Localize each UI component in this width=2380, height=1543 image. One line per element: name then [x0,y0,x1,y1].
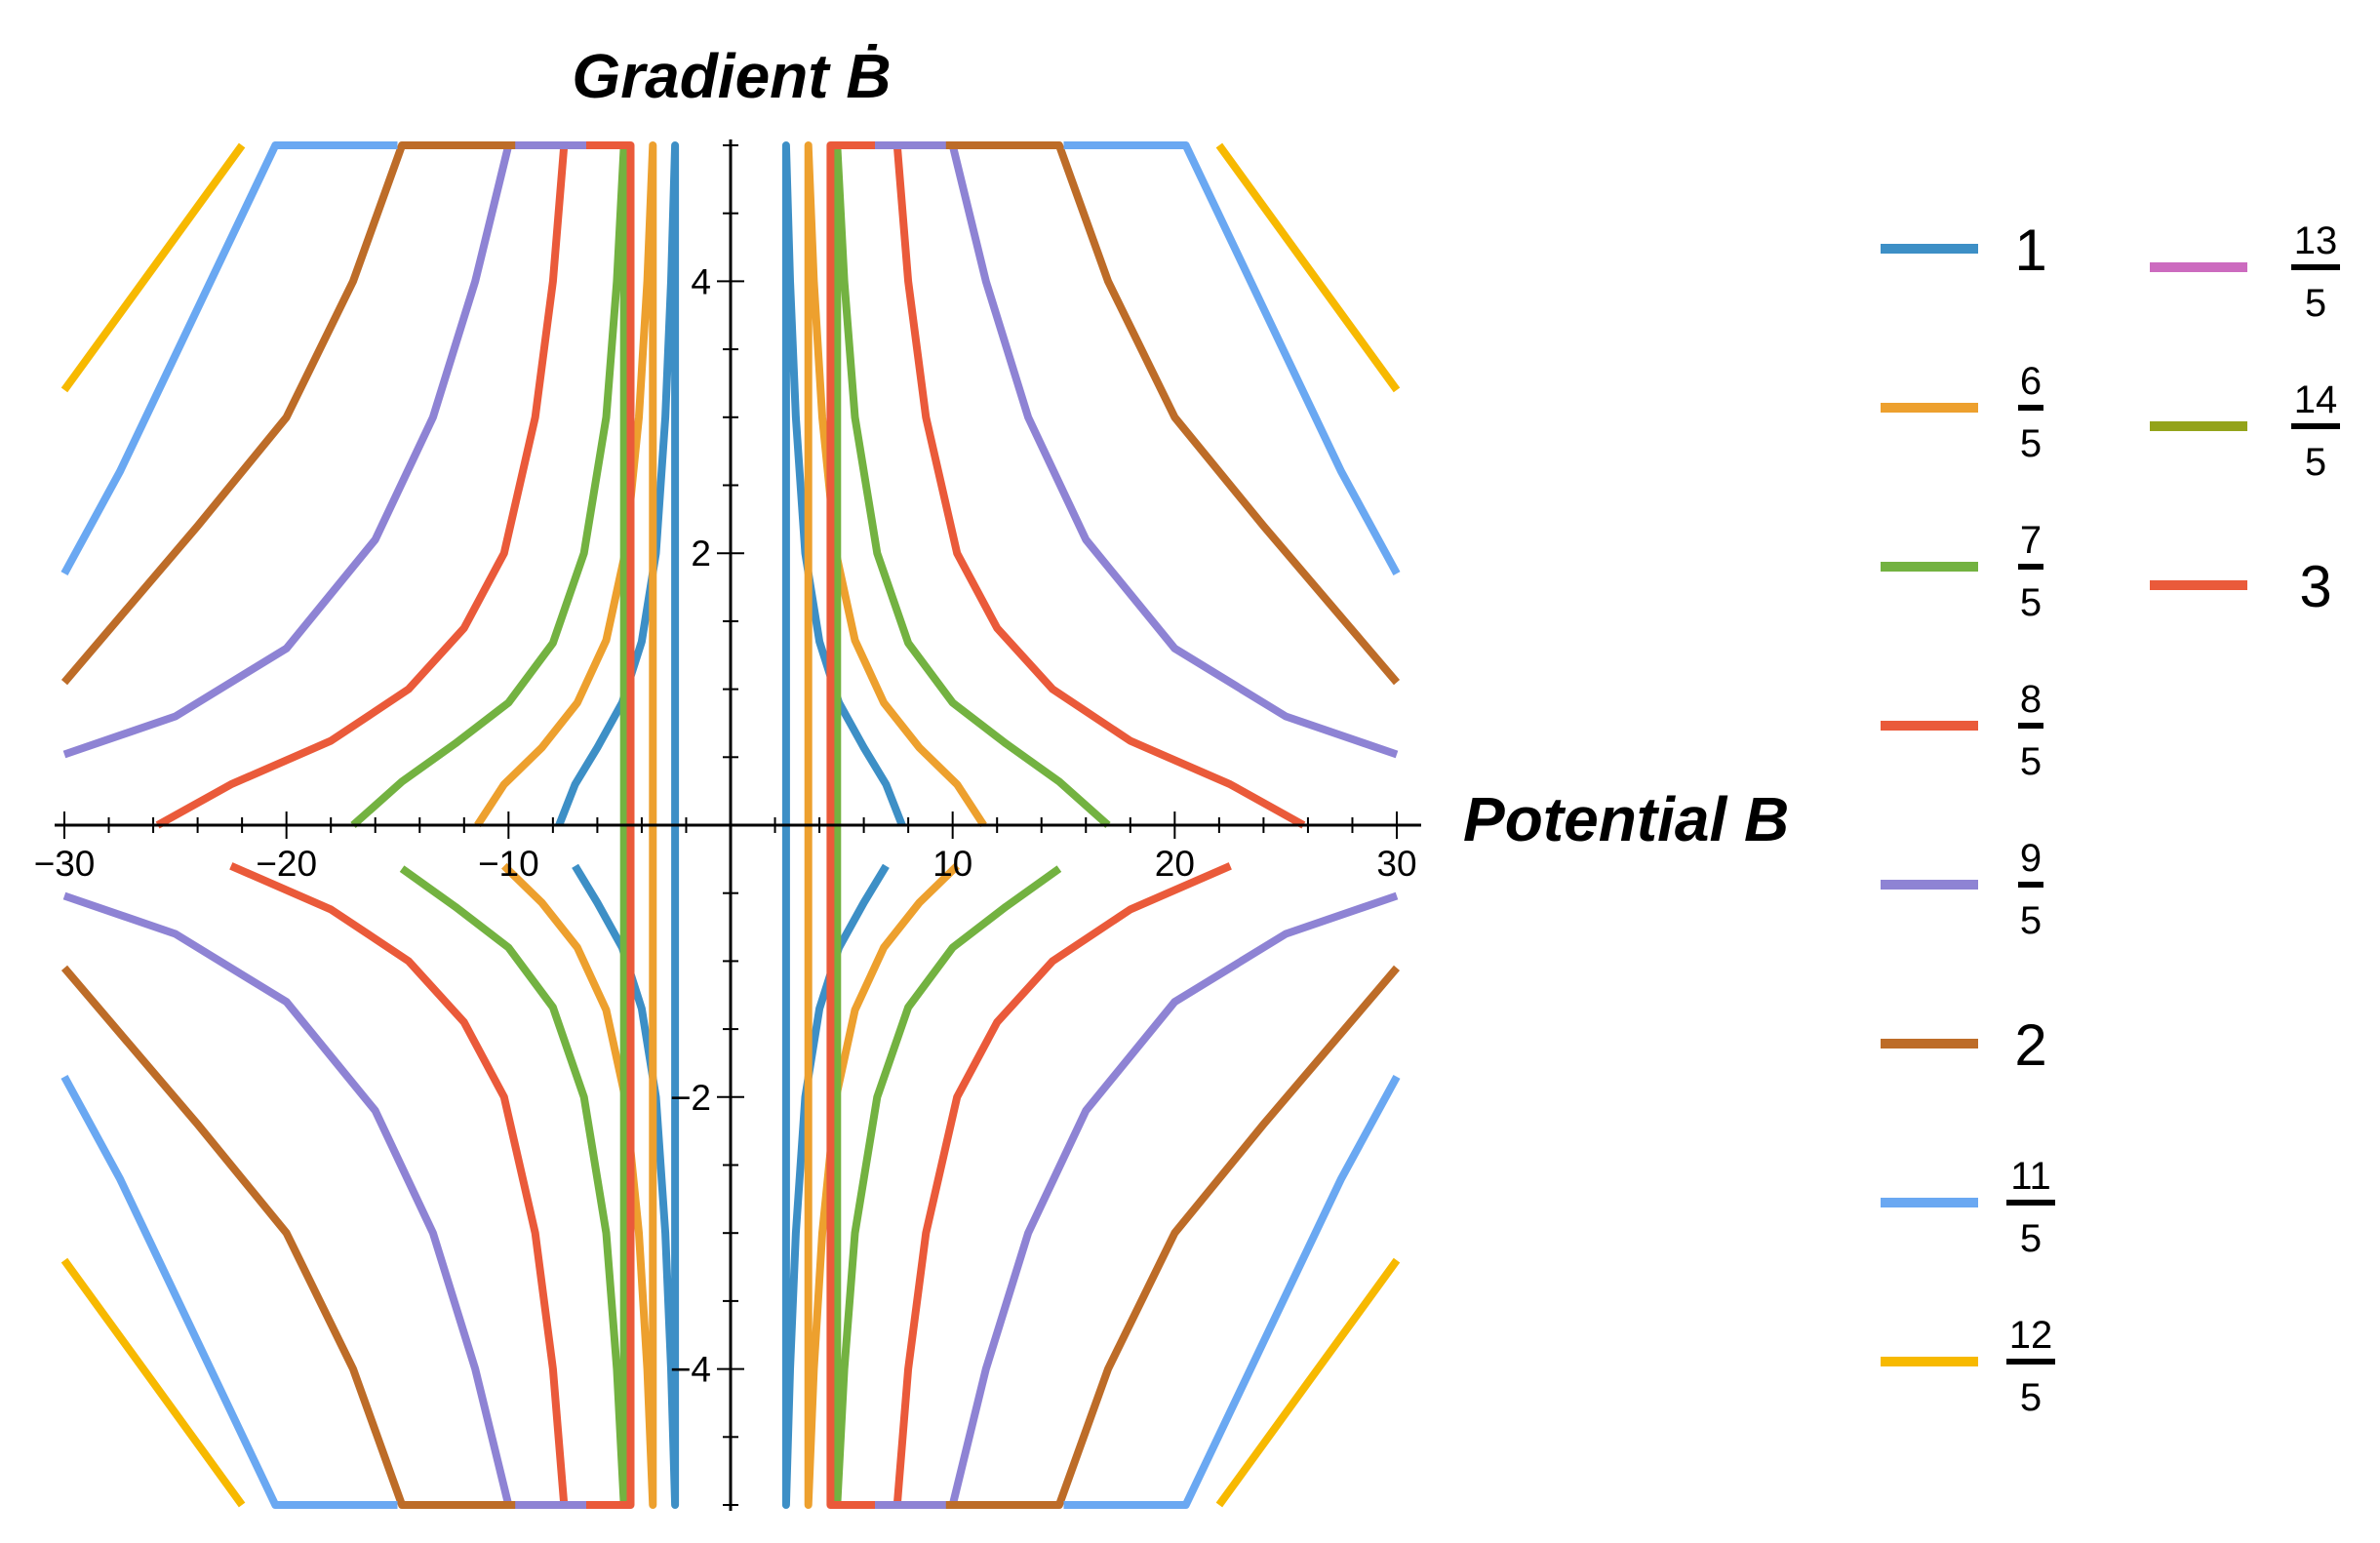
y-tick-label: −4 [670,1350,711,1390]
legend-fraction-numerator: 9 [2020,837,2042,880]
series-curve-0-branch-1 [555,141,680,1509]
series-curve-7-branch-3 [60,1257,246,1508]
x-tick-label: −10 [478,844,539,884]
legend-item: 75 [1881,519,2043,624]
legend-item: 2 [1881,1012,2047,1078]
legend-item: 1 [1881,218,2047,283]
legend-fraction-denominator: 5 [2020,1376,2042,1419]
x-tick-label: 20 [1155,844,1195,884]
series-curve-7-branch-2 [1215,1257,1401,1508]
x-tick-label: 10 [932,844,972,884]
series-curve-5-branch-3 [60,965,516,1509]
legend-fraction-denominator: 5 [2020,740,2042,783]
series-curve-6-branch-1 [60,141,398,576]
series-curve-5-branch-1 [60,141,516,686]
legend-item: 85 [1881,678,2043,783]
legend-fraction-denominator: 5 [2020,581,2042,624]
x-axis-title: Potential B [1463,784,1789,854]
legend-fraction-numerator: 13 [2294,219,2338,262]
series-curve-4-branch-0 [875,141,1399,759]
legend-item: 115 [1881,1155,2055,1260]
axis-ticks: −30 −20 −10 10 20 30 −4 −2 2 4 [34,144,1417,1506]
legend-fraction-numerator: 14 [2294,378,2338,421]
axes: −30 −20 −10 10 20 30 −4 −2 2 4 [34,139,1421,1511]
series-curve-4-branch-1 [62,141,586,759]
legend-fraction-denominator: 5 [2305,441,2326,484]
legend-label: 1 [2014,218,2046,283]
x-tick-label: 30 [1376,844,1416,884]
series-curve-6-branch-0 [1063,141,1401,576]
series-curve-5-branch-0 [945,141,1401,686]
series-curve-4-branch-2 [875,891,1399,1509]
series-curve-1-branch-1 [474,141,657,1509]
legend-fraction-denominator: 5 [2020,1217,2042,1260]
legend-fraction-numerator: 8 [2020,678,2042,721]
series-curve-7-branch-1 [60,142,246,393]
series-curve-7-branch-0 [1215,142,1401,393]
series-curve-6-branch-2 [1063,1074,1401,1509]
legend-item: 135 [2150,219,2340,325]
series-curve-4-branch-3 [62,891,586,1509]
y-tick-label: −2 [670,1078,711,1118]
legend-item: 125 [1881,1314,2055,1419]
series-curve-5-branch-2 [945,965,1401,1509]
legend-fraction-numerator: 11 [2010,1155,2051,1198]
legend-item: 65 [1881,360,2043,465]
legend-fraction-numerator: 7 [2020,519,2042,562]
series-curves [60,141,1401,1509]
legend-item: 95 [1881,837,2043,942]
legend-fraction-denominator: 5 [2020,422,2042,465]
x-tick-label: −30 [34,844,96,884]
series-curve-0-branch-0 [781,141,906,1509]
series-curve-3-branch-1 [155,141,635,1509]
legend-fraction-denominator: 5 [2305,282,2326,325]
legend-fraction-numerator: 12 [2009,1314,2053,1357]
legend-label: 2 [2014,1012,2046,1078]
y-tick-label: 2 [691,534,711,574]
legend-label: 3 [2299,554,2331,619]
series-curve-3-branch-0 [826,141,1306,1509]
legend-item: 145 [2150,378,2340,484]
legend-fraction-denominator: 5 [2020,899,2042,942]
series-curve-1-branch-0 [804,141,987,1509]
y-axis-title: Gradient Ḃ [572,41,891,111]
y-tick-label: 4 [691,261,711,301]
legend-item: 3 [2150,554,2332,619]
series-curve-6-branch-3 [60,1074,398,1509]
x-tick-label: −20 [256,844,317,884]
legend-fraction-numerator: 6 [2020,360,2042,403]
